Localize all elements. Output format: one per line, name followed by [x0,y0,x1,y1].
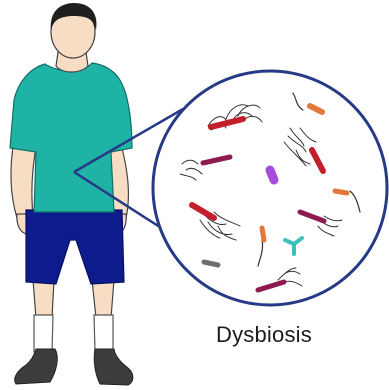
right-sock [94,315,113,352]
bacteria-icon [262,228,264,240]
bacteria-icon [204,262,218,265]
left-shoe [15,349,58,384]
shorts [26,210,124,284]
left-leg [33,280,54,318]
bacteria-icon [335,191,347,193]
bacteria-icon [270,170,274,180]
right-shoe [94,349,133,385]
left-sock [34,315,53,352]
caption-dysbiosis: Dysbiosis [216,322,312,348]
magnified-gut-circle [153,71,387,305]
person-figure [10,3,133,385]
right-leg [92,280,114,318]
